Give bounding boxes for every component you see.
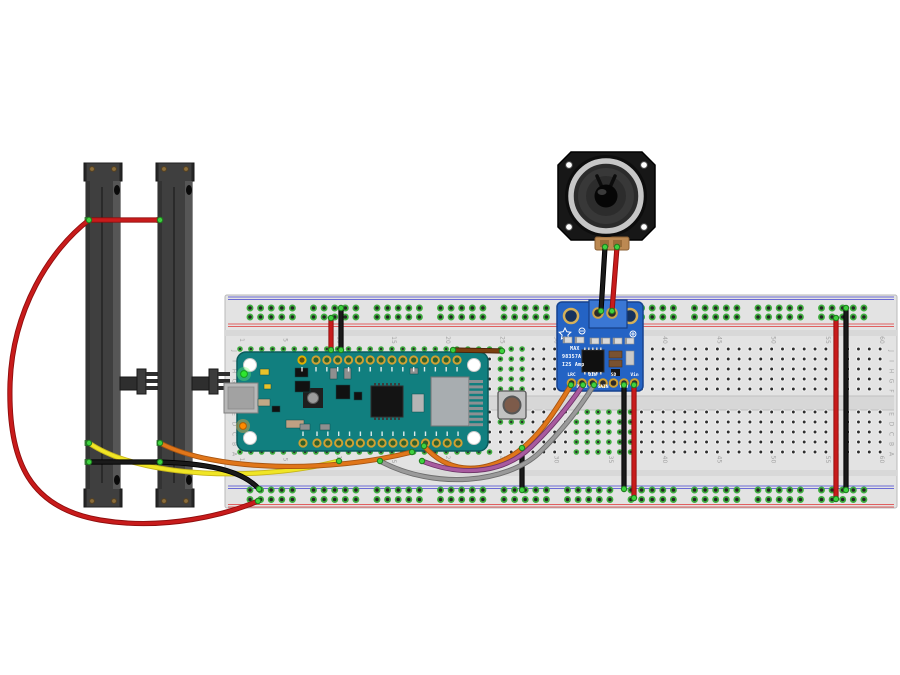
breadboard-row-label: A [231,452,238,457]
slide-potentiometer-2 [155,162,230,508]
breadboard-column-label: 5 [281,338,288,342]
breadboard-column-label: 55 [824,456,831,464]
breadboard-row-label: B [231,442,238,446]
breadboard-row-label: J [888,349,895,352]
wire-orange-arduino-to-amp-lrc [421,382,574,471]
breadboard-row-label: E [231,412,238,416]
breadboard-row-label: I [888,360,895,362]
wire-endpoint-dots [85,216,850,505]
breadboard-column-label: 5 [281,458,288,462]
breadboard-row-label: D [231,422,238,427]
breadboard-row-label: I [231,360,238,362]
breadboard-column-label: 15 [390,456,397,464]
breadboard-column-label: 1 [238,338,245,342]
breadboard-row-label: E [888,412,895,416]
breadboard-row-label: C [888,432,895,436]
breadboard-column-label: 40 [661,336,668,344]
breadboard-column-label: 25 [498,336,505,344]
breadboard-row-label: H [231,369,238,374]
wire-red-speaker [609,244,620,314]
breadboard-column-label: 20 [444,456,451,464]
i2s-amplifier-max98357a [556,299,644,392]
breadboard-column-label: 60 [878,336,885,344]
breadboard-column-label: 45 [715,456,722,464]
wire-black-pots-ground [86,459,262,492]
breadboard-row-label: A [888,452,895,457]
breadboard-column-label: 1 [238,458,245,462]
breadboard-column-label: 30 [553,336,560,344]
breadboard-column-label: 50 [770,336,777,344]
breadboard-row-label: C [231,432,238,436]
breadboard-column-label: 15 [390,336,397,344]
breadboard-row-label: G [888,379,895,384]
breadboard-column-label: 55 [824,336,831,344]
breadboard-column-label: 40 [661,456,668,464]
breadboard-row-label: F [888,389,895,393]
breadboard-column-label: 35 [607,456,614,464]
wire-gray-arduino-to-amp-din [377,382,597,483]
breadboard-row-label: D [888,422,895,427]
breadboard-column-label: 60 [878,456,885,464]
breadboard-column-label: 45 [715,336,722,344]
breadboard-row-label: G [231,379,238,384]
breadboard-row-label: B [888,442,895,446]
wire-brown-button [450,347,505,354]
wire-black-speaker [598,244,608,314]
breadboard-column-label: 20 [444,336,451,344]
breadboard-row-label: J [231,349,238,352]
speaker [557,151,656,251]
wire-red-pot1-to-bottom-rail [7,217,261,527]
pushbutton [497,390,527,420]
breadboard-column-label: 30 [553,456,560,464]
arduino-mkr-board [223,351,489,452]
wire-purple-arduino-to-amp-bclk [419,382,586,474]
breadboard-row-label: H [888,369,895,374]
breadboard-column-label: 50 [770,456,777,464]
